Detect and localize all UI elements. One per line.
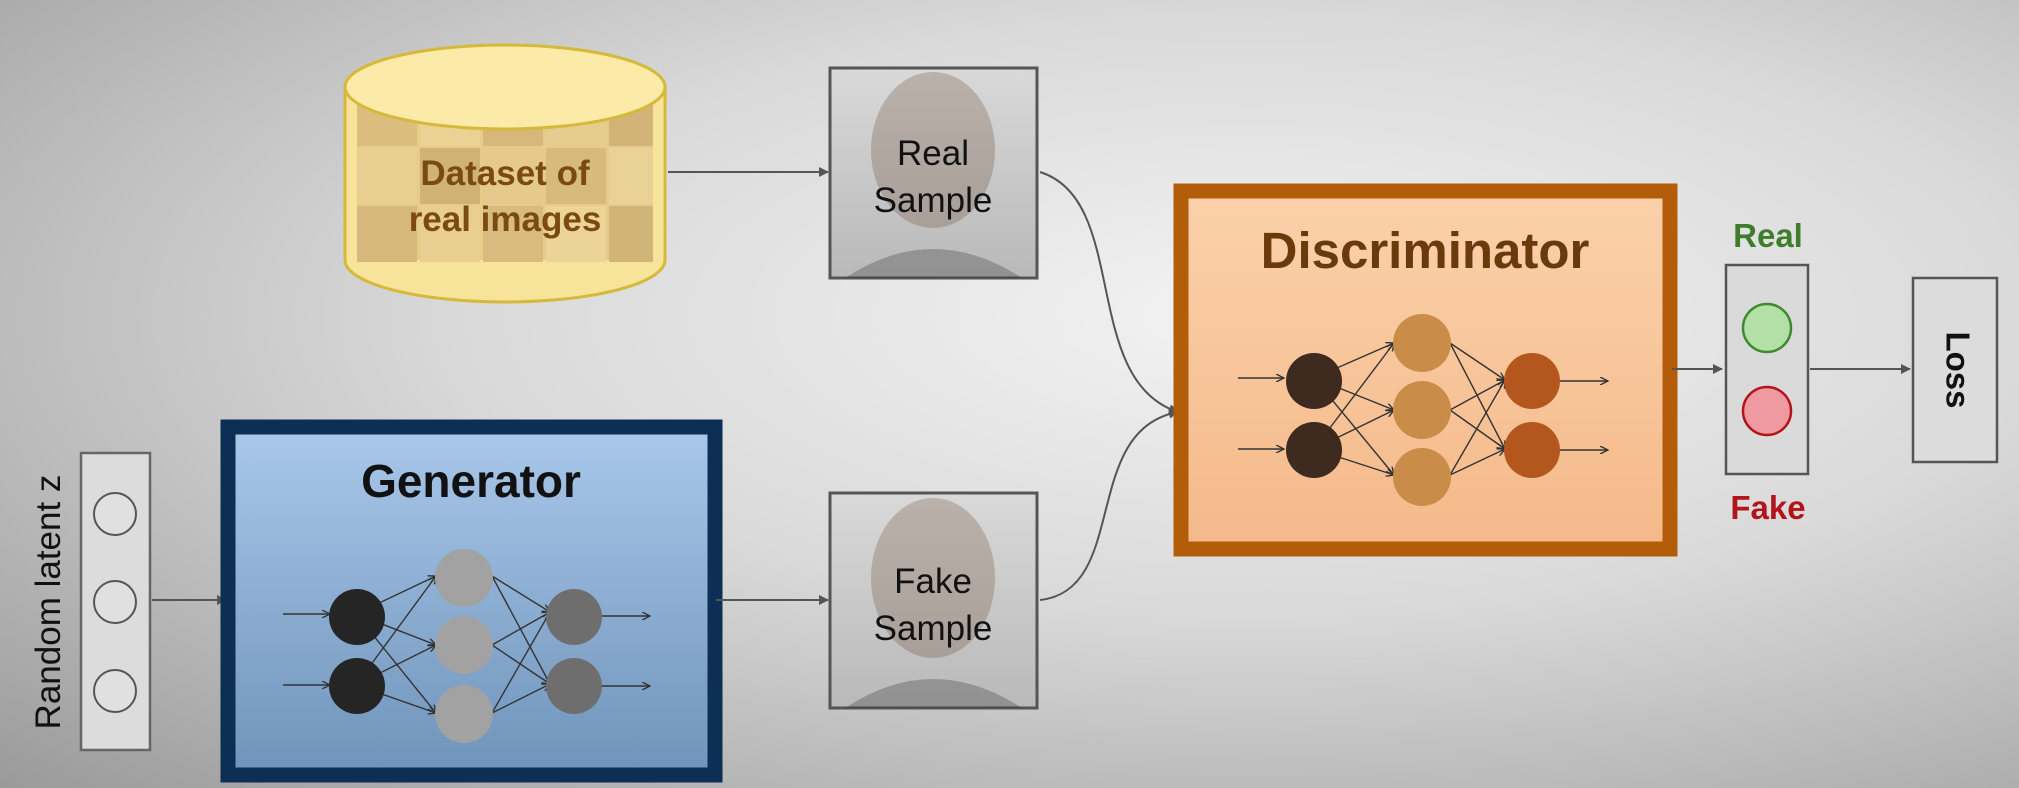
discriminator-node xyxy=(1286,422,1342,478)
latent-label: Random latent z xyxy=(29,475,68,730)
fake-sample-label-line2: Sample xyxy=(874,609,993,648)
generator-node xyxy=(546,589,602,645)
arrow-fake-to-discriminator xyxy=(1039,408,1179,601)
latent-vector: Random latent z xyxy=(29,451,152,752)
output-indicator xyxy=(1724,263,1810,476)
generator-network-icon xyxy=(283,576,650,713)
fake-sample-label-line1: Fake xyxy=(894,562,972,601)
fake-sample-face xyxy=(845,498,1022,708)
generator-node xyxy=(435,549,493,607)
discriminator-node xyxy=(1393,448,1451,506)
real-sample-label-line1: Real xyxy=(897,134,969,173)
generator-node xyxy=(329,589,385,645)
fake-sample-box: Fake Sample xyxy=(828,491,1039,710)
arrow-real-to-discriminator xyxy=(1039,171,1179,414)
generator-title: Generator xyxy=(361,455,581,507)
dataset-cylinder: Dataset of real images xyxy=(343,43,667,304)
generator-node xyxy=(546,658,602,714)
dataset-label-line2: real images xyxy=(409,200,602,239)
generator-node xyxy=(329,658,385,714)
discriminator-node xyxy=(1393,314,1451,372)
discriminator-node xyxy=(1393,381,1451,439)
real-sample-box: Real Sample xyxy=(828,66,1039,280)
dataset-label-line1: Dataset of xyxy=(420,154,590,193)
fake-indicator-light xyxy=(1741,385,1793,437)
output-fake-label: Fake xyxy=(1730,489,1805,526)
discriminator-node xyxy=(1504,353,1560,409)
generator-node xyxy=(435,616,493,674)
loss-label: Loss xyxy=(1939,331,1976,408)
discriminator-node xyxy=(1286,353,1342,409)
generator-node xyxy=(435,685,493,743)
generator-box: Generator xyxy=(220,419,723,783)
discriminator-node xyxy=(1504,422,1560,478)
real-sample-label-line2: Sample xyxy=(874,181,993,220)
discriminator-title: Discriminator xyxy=(1261,222,1590,279)
real-indicator-light xyxy=(1741,302,1793,354)
real-sample-face xyxy=(845,72,1022,278)
loss-box: Loss xyxy=(1911,276,1999,464)
discriminator-box: Discriminator xyxy=(1173,183,1678,557)
discriminator-network-icon xyxy=(1238,343,1608,475)
output-real-label: Real xyxy=(1733,217,1803,254)
